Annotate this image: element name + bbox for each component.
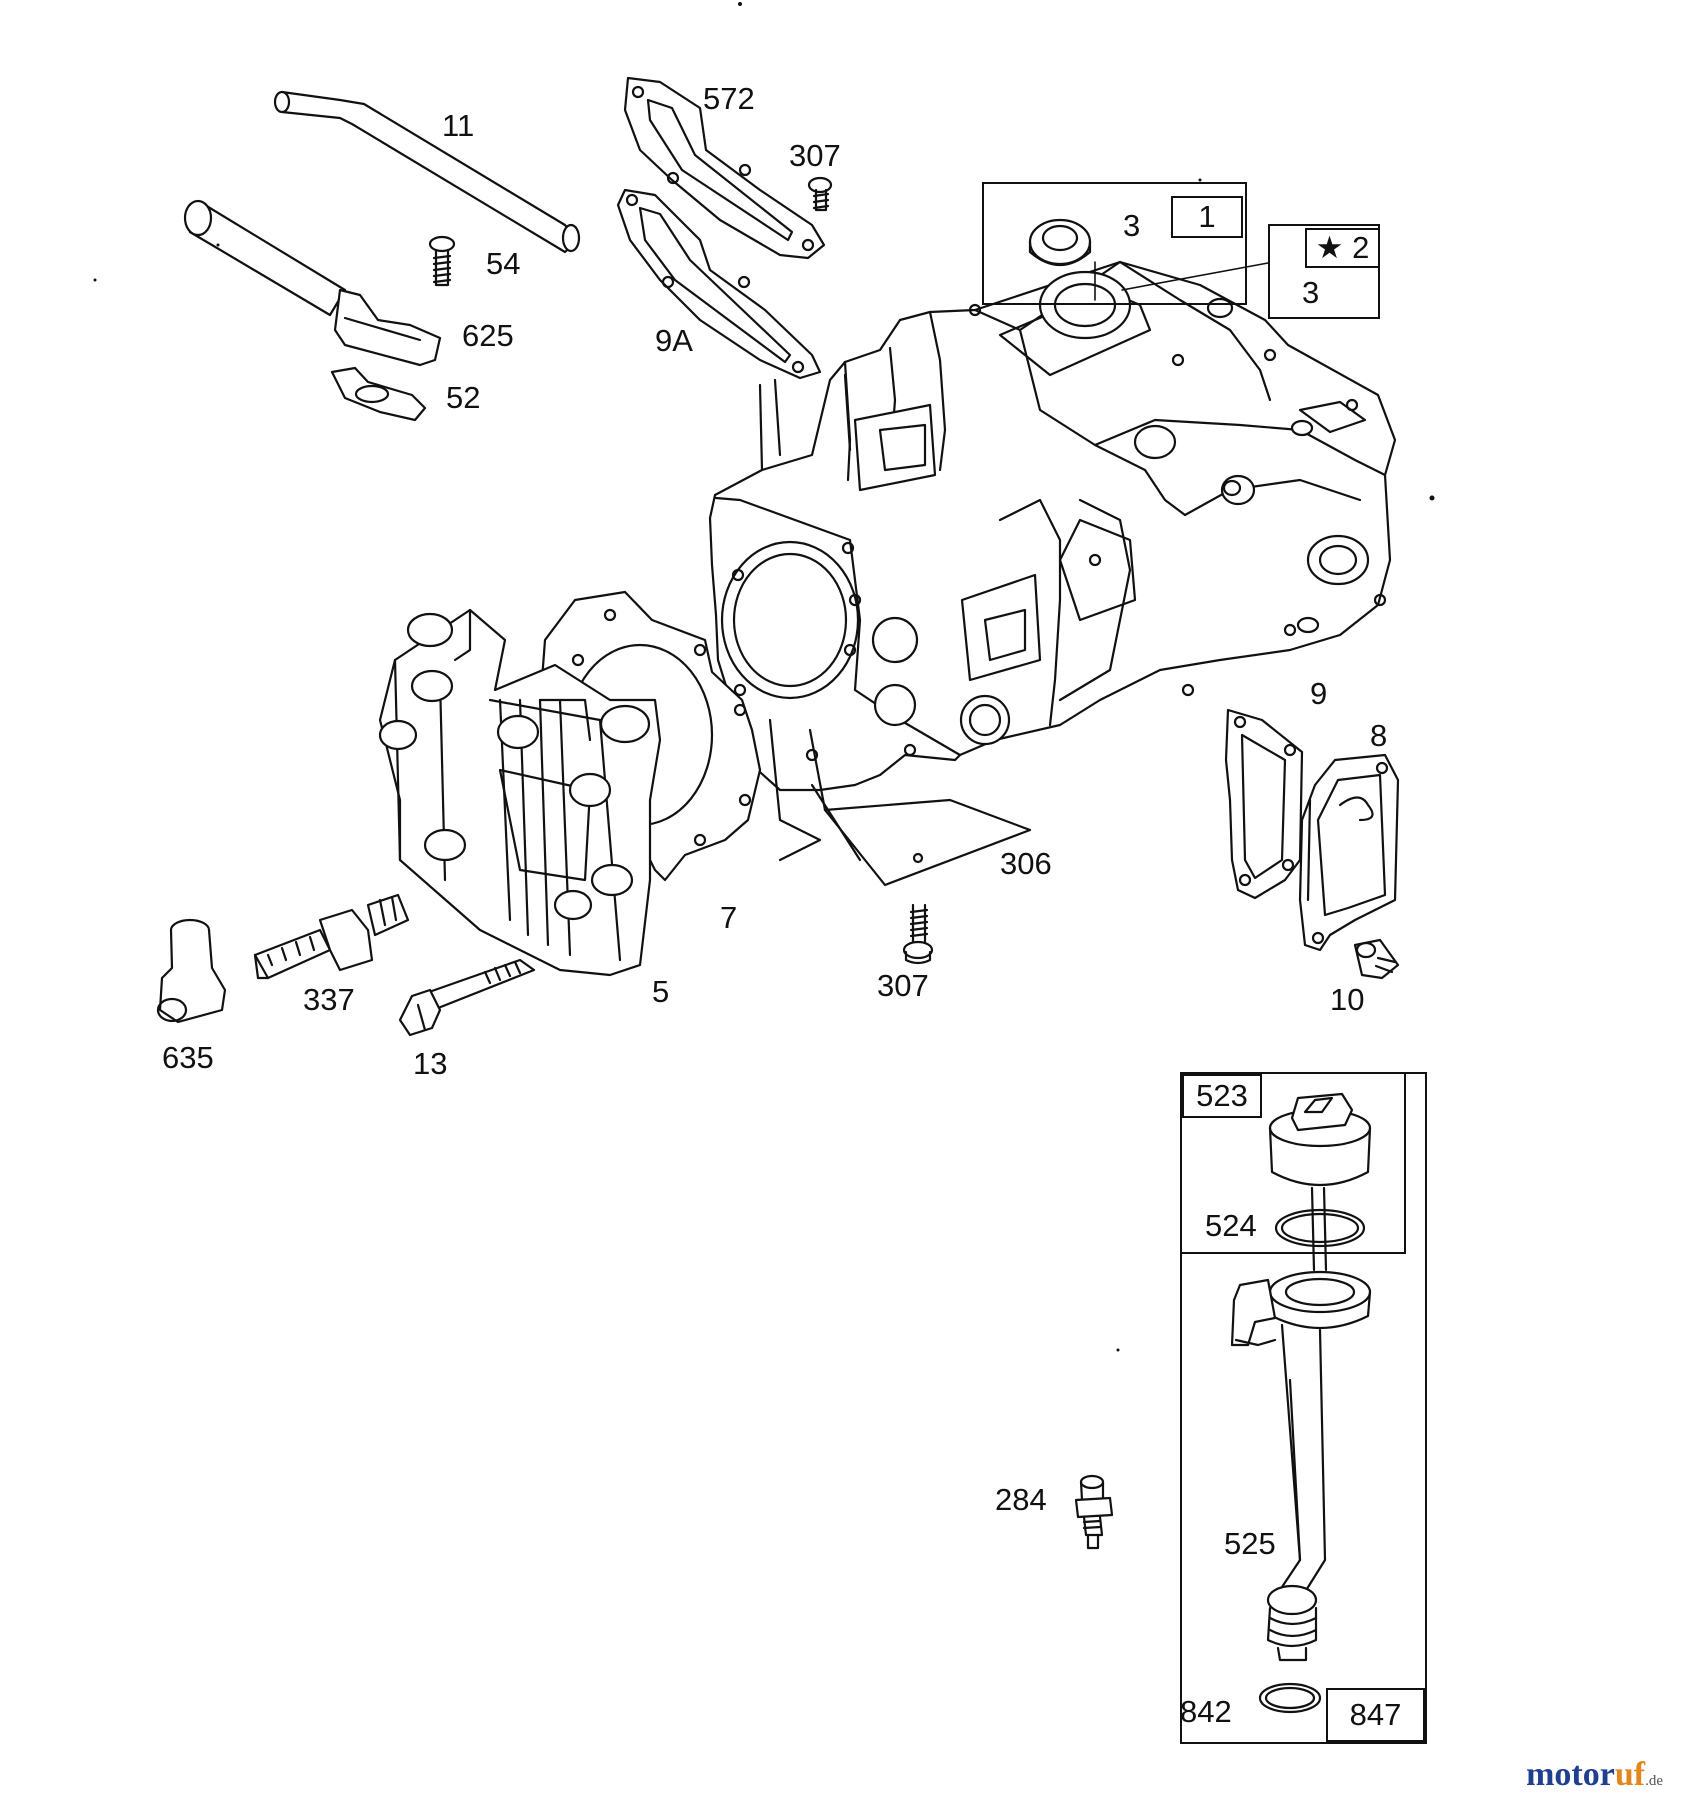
callout-box-2: ★ 2 (1305, 228, 1380, 268)
part-13-head-bolt (398, 958, 536, 1037)
label-part-842: 842 (1180, 1694, 1232, 1729)
part-284-plug (1074, 1474, 1114, 1550)
label-part-52: 52 (446, 380, 481, 415)
watermark-text: motoruf (1526, 1756, 1646, 1793)
part-625-intake-elbow (183, 199, 442, 367)
label-part-337: 337 (303, 982, 355, 1017)
part-11-breather-tube (273, 90, 581, 254)
watermark-logo: motoruf.de (1526, 1758, 1663, 1792)
label-part-306: 306 (1000, 846, 1052, 881)
label-part-307-top: 307 (789, 138, 841, 173)
part-842-o-ring (1258, 1682, 1322, 1714)
label-part-13: 13 (413, 1046, 448, 1081)
label-part-525: 525 (1224, 1526, 1276, 1561)
part-5-cylinder-head (378, 608, 662, 977)
label-part-11: 11 (442, 108, 475, 143)
part-307-top-screw (807, 176, 833, 212)
label-part-3-box: 3 (1302, 275, 1320, 310)
part-10-screw (1353, 938, 1400, 980)
label-part-284: 284 (995, 1482, 1047, 1517)
label-part-625: 625 (462, 318, 514, 353)
part-9-side-gasket (1224, 708, 1304, 900)
part-52-gasket (330, 366, 427, 422)
part-3-oil-seal (1028, 218, 1092, 266)
part-572-gasket (623, 76, 826, 260)
label-part-9a: 9A (655, 323, 693, 358)
label-part-572: 572 (703, 81, 755, 116)
part-307-bottom-screw (902, 903, 934, 965)
part-8-side-cover (1298, 753, 1400, 952)
label-part-307-bottom: 307 (877, 968, 929, 1003)
part-523-kit-frame (1180, 1072, 1406, 1254)
part-9a-gasket (616, 188, 822, 380)
leader-lines (1094, 261, 1269, 301)
part-1-crankcase (708, 260, 1397, 862)
label-part-3-top: 3 (1123, 208, 1141, 243)
part-523-dipstick-cap (1268, 1092, 1372, 1272)
callout-box-847: 847 (1326, 1688, 1425, 1742)
part-54-screw (428, 235, 456, 287)
speck-marks (93, 2, 1435, 1352)
label-part-524: 524 (1205, 1208, 1257, 1243)
label-part-7: 7 (720, 900, 738, 935)
callout-box-523: 523 (1182, 1074, 1262, 1118)
label-part-9: 9 (1310, 676, 1328, 711)
label-part-635: 635 (162, 1040, 214, 1075)
watermark-suffix: .de (1645, 1773, 1663, 1789)
part-525-dipstick-tube (1230, 1270, 1372, 1662)
callout-box-2-frame (1268, 224, 1380, 319)
part-337-spark-plug (253, 893, 410, 980)
label-part-54: 54 (486, 246, 521, 281)
label-part-10: 10 (1330, 982, 1365, 1017)
label-part-5: 5 (652, 974, 670, 1009)
part-306-base-gasket (810, 783, 1032, 887)
part-524-o-ring (1274, 1208, 1366, 1248)
label-part-8: 8 (1370, 718, 1388, 753)
callout-box-1: 1 (1171, 196, 1243, 238)
part-1-kit-frame (982, 182, 1247, 305)
part-635-plug-boot (156, 918, 227, 1024)
